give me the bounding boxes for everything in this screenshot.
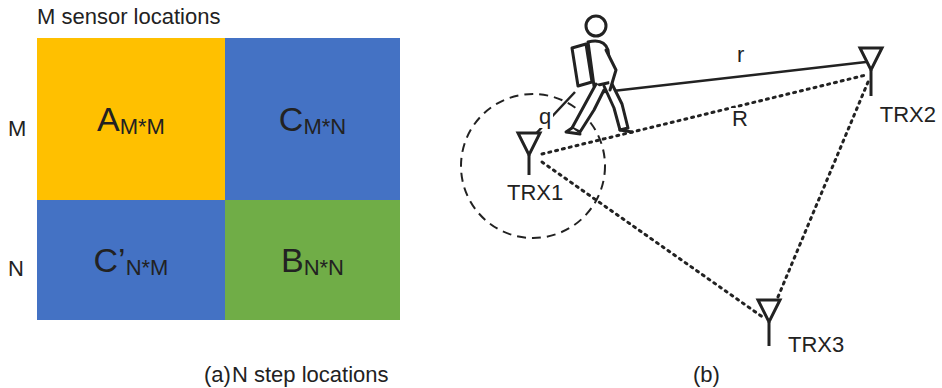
matrix-symbol: C	[279, 100, 304, 139]
transceiver-label: TRX1	[505, 182, 565, 204]
distance-label: R	[730, 108, 750, 130]
matrix-symbol: C’	[94, 241, 126, 280]
distance-label: q	[537, 106, 553, 128]
axis-title: M sensor locations	[37, 6, 220, 28]
axis-label: M	[8, 118, 26, 140]
panel-label: (a)	[204, 364, 231, 386]
matrix-block-c: CM*N	[225, 38, 400, 200]
matrix-symbol: B	[281, 241, 304, 280]
antenna-symbols	[518, 48, 882, 346]
matrix-block-ct: C’N*M	[37, 200, 225, 320]
matrix-block-a: AM*M	[37, 38, 225, 200]
transceiver-label: TRX3	[786, 334, 846, 356]
matrix-subscript: N*M	[126, 255, 169, 281]
r-line	[604, 62, 866, 92]
distance-label: r	[735, 44, 746, 66]
matrix-subscript: M*M	[120, 114, 165, 140]
transceiver-label: TRX2	[878, 104, 938, 126]
person-figure	[566, 16, 632, 134]
dotted-links	[542, 75, 868, 318]
axis-title: N step locations	[232, 364, 389, 386]
matrix-block-b: BN*N	[225, 200, 400, 320]
panel-label: (b)	[693, 364, 720, 386]
matrix-subscript: M*N	[303, 114, 346, 140]
matrix-symbol: A	[97, 100, 120, 139]
matrix-subscript: N*N	[304, 255, 344, 281]
axis-label: N	[8, 258, 24, 280]
